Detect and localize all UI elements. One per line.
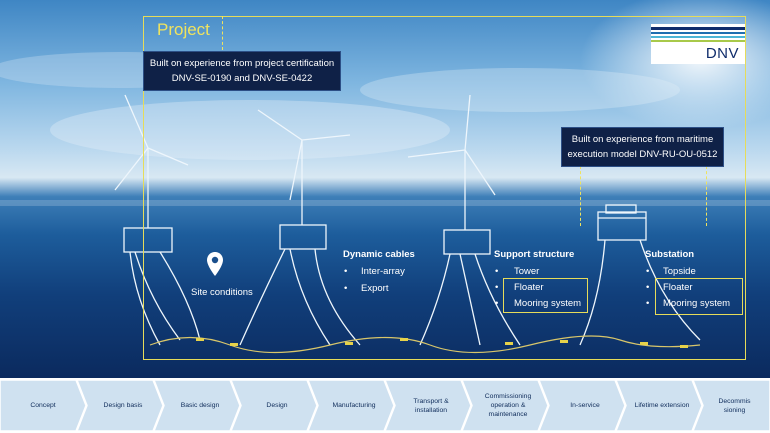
logo-stripe — [651, 32, 745, 34]
dynamic-cables-bullet: • — [344, 266, 348, 277]
phase-8: Lifetime extension — [616, 380, 702, 431]
location-pin-icon — [207, 252, 223, 276]
callout-right-connector-a — [580, 166, 581, 226]
phase-6: Commissioning operation & maintenance — [462, 380, 548, 431]
support-structure-bullet: • — [495, 298, 499, 309]
phase-label: Manufacturing — [332, 402, 376, 409]
phase-label: Design — [266, 402, 288, 409]
callout-maritime-execution: Built on experience from maritime execut… — [561, 127, 724, 167]
callout-left-connector — [222, 16, 223, 50]
support-structure-highlight — [503, 278, 588, 313]
support-structure-bullet: • — [495, 266, 499, 277]
substation-bullet: • — [646, 298, 650, 309]
support-structure-item-floater: Floater — [514, 282, 544, 293]
dnv-logo: DNV — [651, 24, 745, 64]
substation-title: Substation — [645, 249, 695, 260]
phase-label: Basic design — [180, 402, 220, 409]
substation-bullet: • — [646, 266, 650, 277]
phase-label: In-service — [570, 402, 600, 409]
support-structure-title: Support structure — [494, 249, 575, 260]
phase-label: Transport & installation — [413, 397, 449, 414]
substation-highlight — [655, 278, 743, 315]
callout-right-line1: Built on experience from maritime — [571, 134, 714, 145]
substation-bullet: • — [646, 282, 650, 293]
callout-left-line1: Built on experience from project certifi… — [149, 58, 335, 69]
project-title: Project — [157, 20, 210, 39]
dynamic-cables-item-export: Export — [361, 283, 389, 294]
phase-label: Lifetime extension — [634, 402, 690, 409]
phase-label: Concept — [30, 402, 56, 409]
support-structure-item-mooring: Mooring system — [514, 298, 582, 309]
phase-1: Design basis — [77, 380, 163, 431]
logo-stripe — [651, 27, 745, 30]
phase-label: Decommis sioning — [718, 397, 751, 414]
dynamic-cables-bullet: • — [344, 283, 348, 294]
logo-text: DNV — [705, 45, 739, 62]
support-structure-item-tower: Tower — [514, 266, 540, 277]
substation-platform — [579, 204, 701, 346]
support-structure-bullet: • — [495, 282, 499, 293]
phase-2: Basic design — [154, 380, 240, 431]
dynamic-cables-title: Dynamic cables — [343, 249, 415, 260]
substation-item-mooring: Mooring system — [663, 298, 731, 309]
callout-project-certification: Built on experience from project certifi… — [143, 51, 341, 91]
callout-right-line2: execution model DNV-RU-OU-0512 — [567, 149, 718, 160]
phase-label: Design basis — [103, 402, 143, 409]
phase-5: Transport & installation — [385, 380, 471, 431]
callout-left-line2: DNV-SE-0190 and DNV-SE-0422 — [171, 73, 313, 84]
phase-0: Concept — [0, 380, 86, 431]
logo-stripe — [651, 40, 745, 42]
phase-7: In-service — [539, 380, 625, 431]
logo-stripe — [651, 36, 745, 38]
phase-4: Manufacturing — [308, 380, 394, 431]
site-conditions-label: Site conditions — [191, 287, 253, 298]
callout-right-connector-b — [706, 166, 707, 226]
dynamic-cables-item-inter-array: Inter-array — [361, 266, 405, 277]
turbine-3 — [407, 94, 521, 346]
phase-label: Commissioning operation & maintenance — [484, 393, 532, 418]
project-frame — [143, 16, 746, 360]
substation-item-floater: Floater — [663, 282, 693, 293]
phase-3: Design — [231, 380, 317, 431]
offshore-scene — [0, 0, 770, 378]
turbine-1 — [114, 94, 201, 346]
substation-item-topside: Topside — [663, 266, 696, 277]
turbine-2 — [239, 109, 361, 346]
cable-buoyancy-modules — [196, 338, 688, 348]
phase-9: Decommis sioning — [693, 380, 770, 431]
